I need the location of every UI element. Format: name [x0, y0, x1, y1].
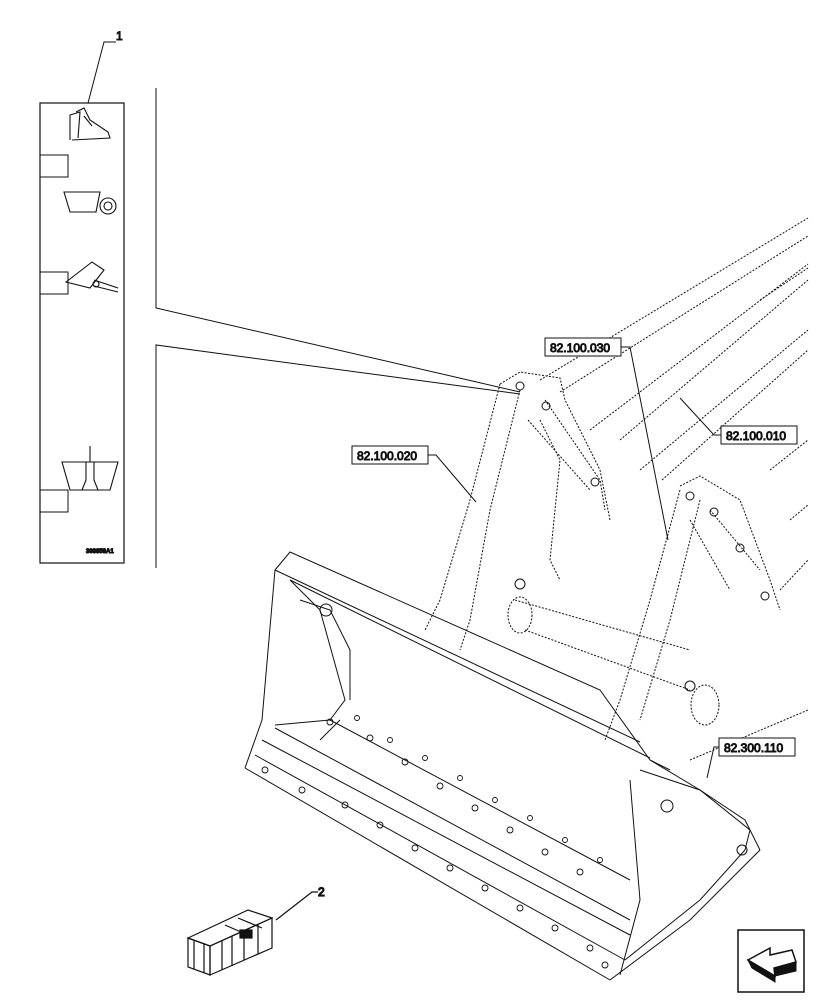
- ref-leader-82-300-110: [706, 746, 719, 779]
- boom-up-icon: [69, 107, 111, 141]
- callout-2-number: 2: [318, 885, 325, 899]
- decal-code: 398858A1: [86, 549, 114, 555]
- decal-box-3: [39, 489, 69, 513]
- ref-callout-82-100-030[interactable]: 82.100.030: [544, 337, 669, 541]
- bucket-bolts: [261, 715, 609, 969]
- previous-page-arrow-icon[interactable]: [737, 929, 805, 993]
- decal-strip: 1: [39, 29, 125, 564]
- kit-crate: 2: [186, 884, 326, 976]
- ref-label-82-100-030: 82.100.030: [550, 341, 610, 355]
- detail-bracket: [155, 88, 521, 568]
- ref-label-82-100-010: 82.100.010: [726, 429, 786, 443]
- ref-leader-82-100-010: [679, 397, 721, 436]
- ref-label-82-100-020: 82.100.020: [357, 449, 417, 463]
- callout-1-leader: [87, 41, 116, 104]
- decal-box-1: [39, 154, 69, 178]
- ref-callout-82-100-010[interactable]: 82.100.010: [679, 397, 798, 445]
- ref-label-82-300-110: 82.300.110: [724, 741, 783, 755]
- crate-label: [239, 929, 253, 939]
- ref-callout-82-300-110[interactable]: 82.300.110: [706, 737, 796, 779]
- bucket-float-icon: [61, 446, 119, 491]
- loader-bucket: [244, 551, 761, 981]
- decal-box-2: [39, 271, 69, 295]
- bucket-wheel-icon: [63, 191, 117, 215]
- callout-1-number: 1: [116, 29, 123, 43]
- ref-leader-82-100-030: [621, 346, 669, 541]
- callout-2-leader: [275, 891, 318, 921]
- ref-leader-82-100-020: [428, 454, 477, 503]
- loader-frame: [424, 217, 809, 761]
- pivot-pins: [514, 381, 770, 692]
- ref-callout-82-100-020[interactable]: 82.100.020: [351, 445, 477, 503]
- bucket-dump-icon: [64, 261, 119, 293]
